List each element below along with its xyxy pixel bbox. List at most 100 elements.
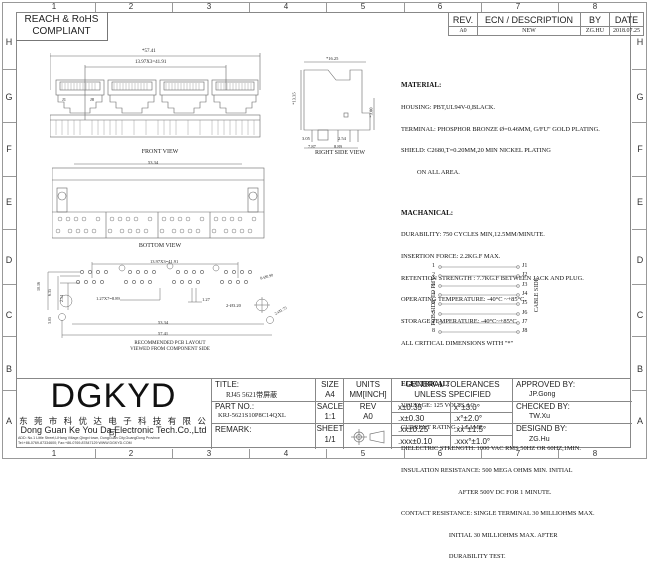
zone-row: C bbox=[636, 310, 644, 320]
dim-pcb-v4: 3.05 bbox=[47, 317, 52, 324]
dim-pcb-127: 1.27 bbox=[202, 297, 210, 302]
remark-label: REMARK: bbox=[215, 425, 252, 434]
size-value: A4 bbox=[325, 390, 335, 399]
zone-row: H bbox=[5, 37, 13, 47]
zone-divider bbox=[632, 176, 646, 177]
divider bbox=[392, 423, 513, 424]
zone-col: 8 bbox=[592, 2, 598, 11]
zone-divider bbox=[632, 229, 646, 230]
zone-divider bbox=[95, 2, 96, 12]
dim-pcb-v1: 10.16 bbox=[36, 282, 41, 291]
pin-left-3: 3 bbox=[432, 282, 435, 288]
zone-divider bbox=[632, 336, 646, 337]
cable-side-label: CABLE SIDE bbox=[534, 277, 540, 313]
pcb-side-label: PCB SIDE TO PHY bbox=[431, 276, 437, 326]
compliance-label: REACH & RoHS COMPLIANT bbox=[16, 12, 108, 41]
title-block: DGKYD 东 莞 市 科 优 达 电 子 科 技 有 限 公 司 Dong G… bbox=[16, 377, 632, 449]
tol-angular-3: .xxx°±1.0° bbox=[454, 437, 491, 446]
dim-side: *3.00 bbox=[368, 107, 374, 118]
zone-col: 4 bbox=[283, 2, 289, 11]
units-value: MM[INCH] bbox=[349, 390, 387, 399]
dim-a: 3.05 bbox=[302, 136, 310, 141]
company-name-en: Dong Guan Ke You Da Electronic Tech.Co.,… bbox=[20, 425, 207, 435]
mechanical-line: DURABILITY: 750 CYCLES MIN,12.5MM/MINUTE… bbox=[401, 231, 545, 239]
divider bbox=[392, 435, 513, 436]
right-side-view: *16.25 *13.35 *3.00 3.05 2.54 7.87 8.89 bbox=[292, 56, 378, 150]
zone-col: 2 bbox=[128, 449, 134, 458]
front-view: *57.41 13.97X3=41.91 J1 J8 bbox=[49, 49, 265, 145]
zone-divider bbox=[2, 69, 16, 70]
material-line: HOUSING: PBT,UL94V-0,BLACK. bbox=[401, 104, 496, 112]
zone-col: 6 bbox=[437, 2, 443, 11]
pin-right-j2: J2 bbox=[522, 272, 528, 278]
part-label: PART NO.: bbox=[215, 402, 255, 411]
company-contact: Tel:+86-0769-87334600; Fax:+86-0769-8784… bbox=[18, 441, 132, 445]
divider bbox=[392, 401, 513, 402]
tol-linear-3: .xxx±0.10 bbox=[398, 437, 433, 446]
electrical-line: DIELECTRIC STRENGTH: 1000 VAC RMS 50HZ O… bbox=[401, 445, 581, 453]
zone-divider bbox=[558, 2, 559, 12]
tol-angular-2: .xx°±1.5° bbox=[454, 425, 487, 434]
approved-label: APPROVED BY: bbox=[516, 380, 576, 389]
zone-col: 3 bbox=[206, 449, 212, 458]
description-value: NEW bbox=[477, 26, 581, 36]
compliance-line-1: REACH & RoHS bbox=[24, 14, 99, 25]
dim-port-pitch: 13.97X3=41.91 bbox=[135, 60, 167, 65]
pcb-layout-drawing bbox=[47, 262, 274, 338]
zone-row: G bbox=[5, 92, 13, 102]
zone-divider bbox=[2, 229, 16, 230]
tol-angular-1: .x°±2.0° bbox=[454, 414, 483, 423]
rev-value: A0 bbox=[363, 412, 373, 421]
zone-col: 6 bbox=[437, 449, 443, 458]
approved-value: JP.Gong bbox=[529, 391, 556, 398]
date-value: 2018.07.25 bbox=[609, 26, 644, 36]
zone-divider bbox=[632, 390, 646, 391]
zone-divider bbox=[2, 390, 16, 391]
pin-right-j3: J3 bbox=[522, 282, 528, 288]
tolerance-block: GENERAL TOLERANCES UNLESS SPECIFIED x±0.… bbox=[391, 379, 513, 449]
dim-height: *13.35 bbox=[291, 92, 297, 105]
zone-divider bbox=[326, 449, 327, 459]
drawing-inner-border bbox=[16, 12, 631, 448]
dim-c: 7.87 bbox=[308, 144, 316, 149]
pin-left-8: 8 bbox=[432, 328, 435, 334]
mechanical-line: RETENTION STRENGTH : 7.7KG.F BETWEEN JAC… bbox=[401, 274, 584, 282]
zone-divider bbox=[249, 2, 250, 12]
zone-divider bbox=[249, 449, 250, 459]
zone-row: F bbox=[6, 144, 12, 154]
title-label: TITLE: bbox=[215, 380, 240, 389]
zone-row: D bbox=[636, 255, 644, 265]
divider bbox=[212, 401, 316, 402]
company-name-cn: 东 莞 市 科 优 达 电 子 科 技 有 限 公 司 bbox=[19, 416, 208, 438]
divider bbox=[316, 423, 344, 424]
company-logo: DGKYD bbox=[50, 377, 177, 415]
divider bbox=[513, 401, 632, 402]
pin-left-6: 6 bbox=[432, 310, 435, 316]
size-scale-sheet-block: SIZE A4 SACLE 1:1 SHEET 1/1 bbox=[315, 379, 344, 449]
zone-divider bbox=[632, 122, 646, 123]
pin-left-5: 5 bbox=[432, 300, 435, 306]
tolerance-title-1: GENERAL TOLERANCES bbox=[405, 380, 500, 389]
pin-left-7: 7 bbox=[432, 319, 435, 325]
pin-left-4: 4 bbox=[432, 291, 435, 297]
electrical-line: CONTACT RESISTANCE: SINGLE TERMINAL 30 M… bbox=[401, 510, 595, 518]
units-rev-block: UNITS MM[INCH] REV A0 bbox=[343, 379, 392, 449]
part-number: KRJ-5621S10P8C14QXL bbox=[218, 412, 286, 419]
pin-right-j6: J6 bbox=[522, 310, 528, 316]
designed-value: ZG.Hu bbox=[529, 436, 550, 443]
pin-left-2: 2 bbox=[432, 272, 435, 278]
schematic-lines bbox=[438, 265, 520, 334]
size-label: SIZE bbox=[321, 380, 339, 389]
pin-right-j5: J5 bbox=[522, 300, 528, 306]
zone-divider bbox=[172, 2, 173, 12]
checked-label: CHECKED BY: bbox=[516, 402, 570, 411]
scale-value: 1:1 bbox=[324, 412, 336, 421]
zone-row: C bbox=[5, 310, 13, 320]
pin-right-j4: J4 bbox=[522, 291, 528, 297]
pcb-layout-view: 13.97X3=41.91 1.27X7=8.89 1.27 53.34 57.… bbox=[20, 258, 300, 340]
zone-divider bbox=[404, 2, 405, 12]
zone-row: H bbox=[636, 37, 644, 47]
zone-col: 7 bbox=[515, 449, 521, 458]
material-line: TERMINAL: PHOSPHOR BRONZE Ø=0.46MM, G/FU… bbox=[401, 125, 600, 133]
company-block: DGKYD 东 莞 市 科 优 达 电 子 科 技 有 限 公 司 Dong G… bbox=[16, 377, 211, 449]
